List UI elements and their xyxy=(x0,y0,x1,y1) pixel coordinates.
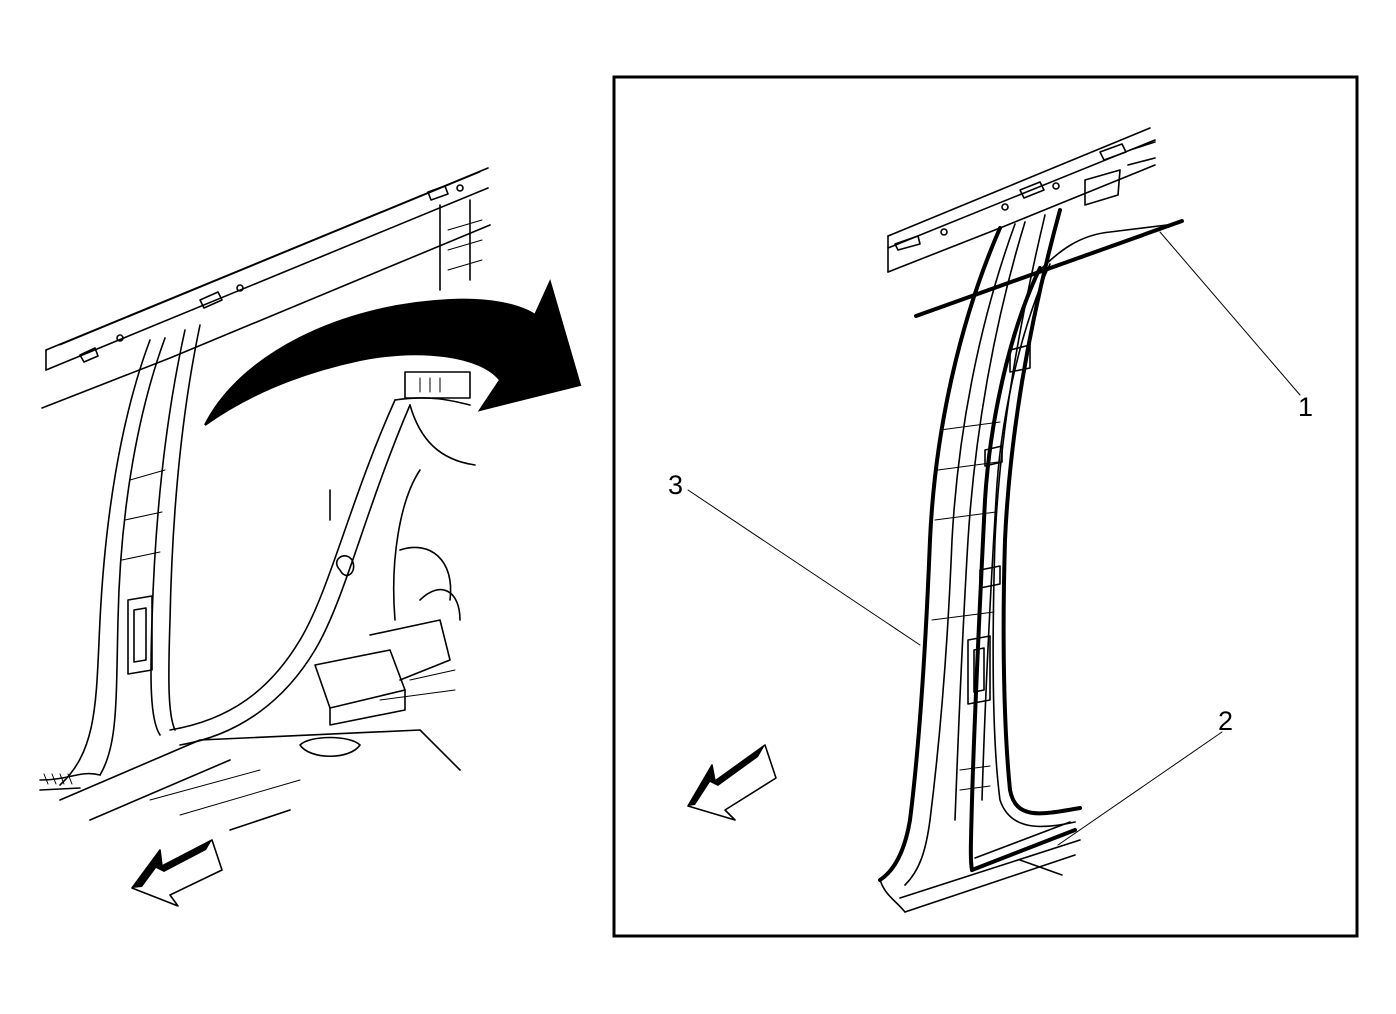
curved-arrow xyxy=(204,279,582,426)
leader-line-2 xyxy=(1057,731,1223,846)
door-opening-overview xyxy=(169,371,476,746)
leader-line-1 xyxy=(1159,231,1301,396)
overview-view xyxy=(39,167,582,907)
roof-rail xyxy=(41,167,491,409)
callout-label-3: 3 xyxy=(668,470,683,500)
front-arrow-icon xyxy=(687,744,777,821)
roof-rail-detail xyxy=(887,127,1156,273)
floor-module-overview xyxy=(314,546,461,726)
detail-frame xyxy=(612,75,1359,938)
front-arrow-icon xyxy=(131,839,223,907)
pillar-overview xyxy=(39,324,201,791)
pillar-detail xyxy=(878,208,1082,886)
detail-view: 1 2 3 xyxy=(668,127,1313,913)
callout-label-2: 2 xyxy=(1218,706,1233,736)
sill-detail xyxy=(879,821,1081,913)
leader-line-3 xyxy=(687,489,921,646)
floor-overview xyxy=(59,729,461,831)
callout-label-1: 1 xyxy=(1298,392,1313,422)
harness-wire xyxy=(914,219,1184,872)
